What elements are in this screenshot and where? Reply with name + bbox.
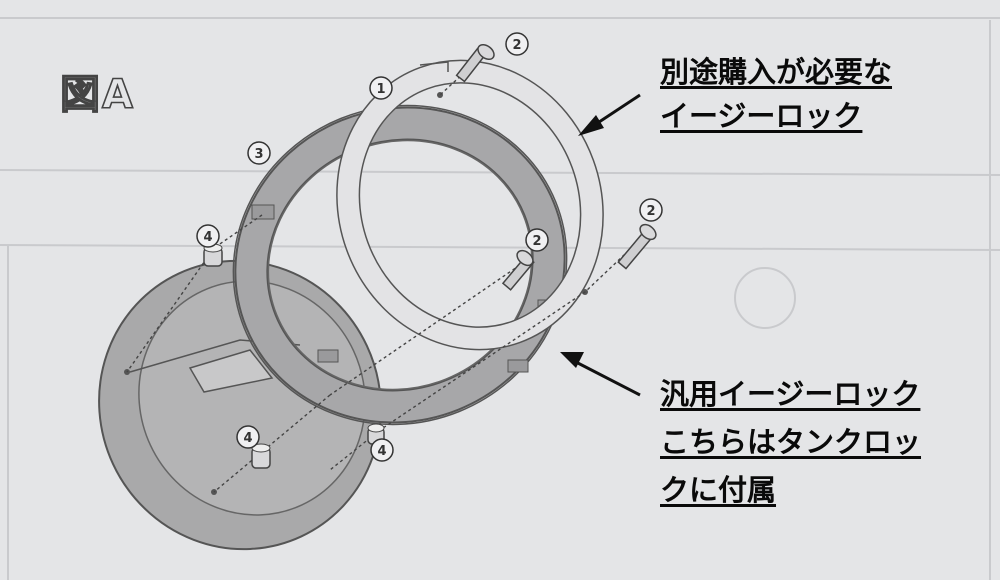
cap-plate: [98, 259, 382, 551]
figure-label: 図A: [59, 71, 135, 119]
svg-text:2: 2: [532, 234, 541, 249]
svg-text:2: 2: [646, 204, 655, 219]
part-number-4-bottom-right: 4: [370, 438, 394, 462]
arrow-top: [578, 93, 641, 136]
svg-text:3: 3: [254, 147, 263, 162]
background-form-lines: [0, 17, 1000, 580]
base-ring: [232, 104, 568, 426]
svg-text:4: 4: [377, 444, 386, 459]
part-number-4-left: 4: [196, 224, 220, 248]
callout-bottom-line1: 汎用イージーロック: [660, 377, 921, 411]
svg-text:2: 2: [512, 38, 521, 53]
spacer-left: [203, 243, 223, 267]
svg-text:1: 1: [376, 82, 385, 97]
part-number-2-right: 2: [639, 198, 663, 222]
spacer-bottom-left: [251, 443, 271, 469]
svg-text:4: 4: [243, 431, 252, 446]
bolt-middle: [501, 249, 535, 291]
svg-text:4: 4: [203, 230, 212, 245]
part-number-2-middle: 2: [525, 228, 549, 252]
top-ring: [336, 59, 604, 351]
part-number-4-bottom-left: 4: [236, 425, 260, 449]
part-number-1: 1: [369, 76, 393, 100]
callout-top-line2: イージーロック: [660, 99, 863, 133]
part-number-3: 3: [247, 141, 271, 165]
bolt-top: [455, 43, 495, 83]
callout-bottom-line2: こちらはタンクロッ: [660, 425, 922, 459]
arrow-bottom: [560, 352, 641, 397]
callout-top-line1: 別途購入が必要な: [660, 55, 893, 89]
callout-bottom-line3: クに付属: [660, 473, 777, 507]
part-number-2-top: 2: [505, 32, 529, 56]
bolt-right: [617, 223, 657, 270]
